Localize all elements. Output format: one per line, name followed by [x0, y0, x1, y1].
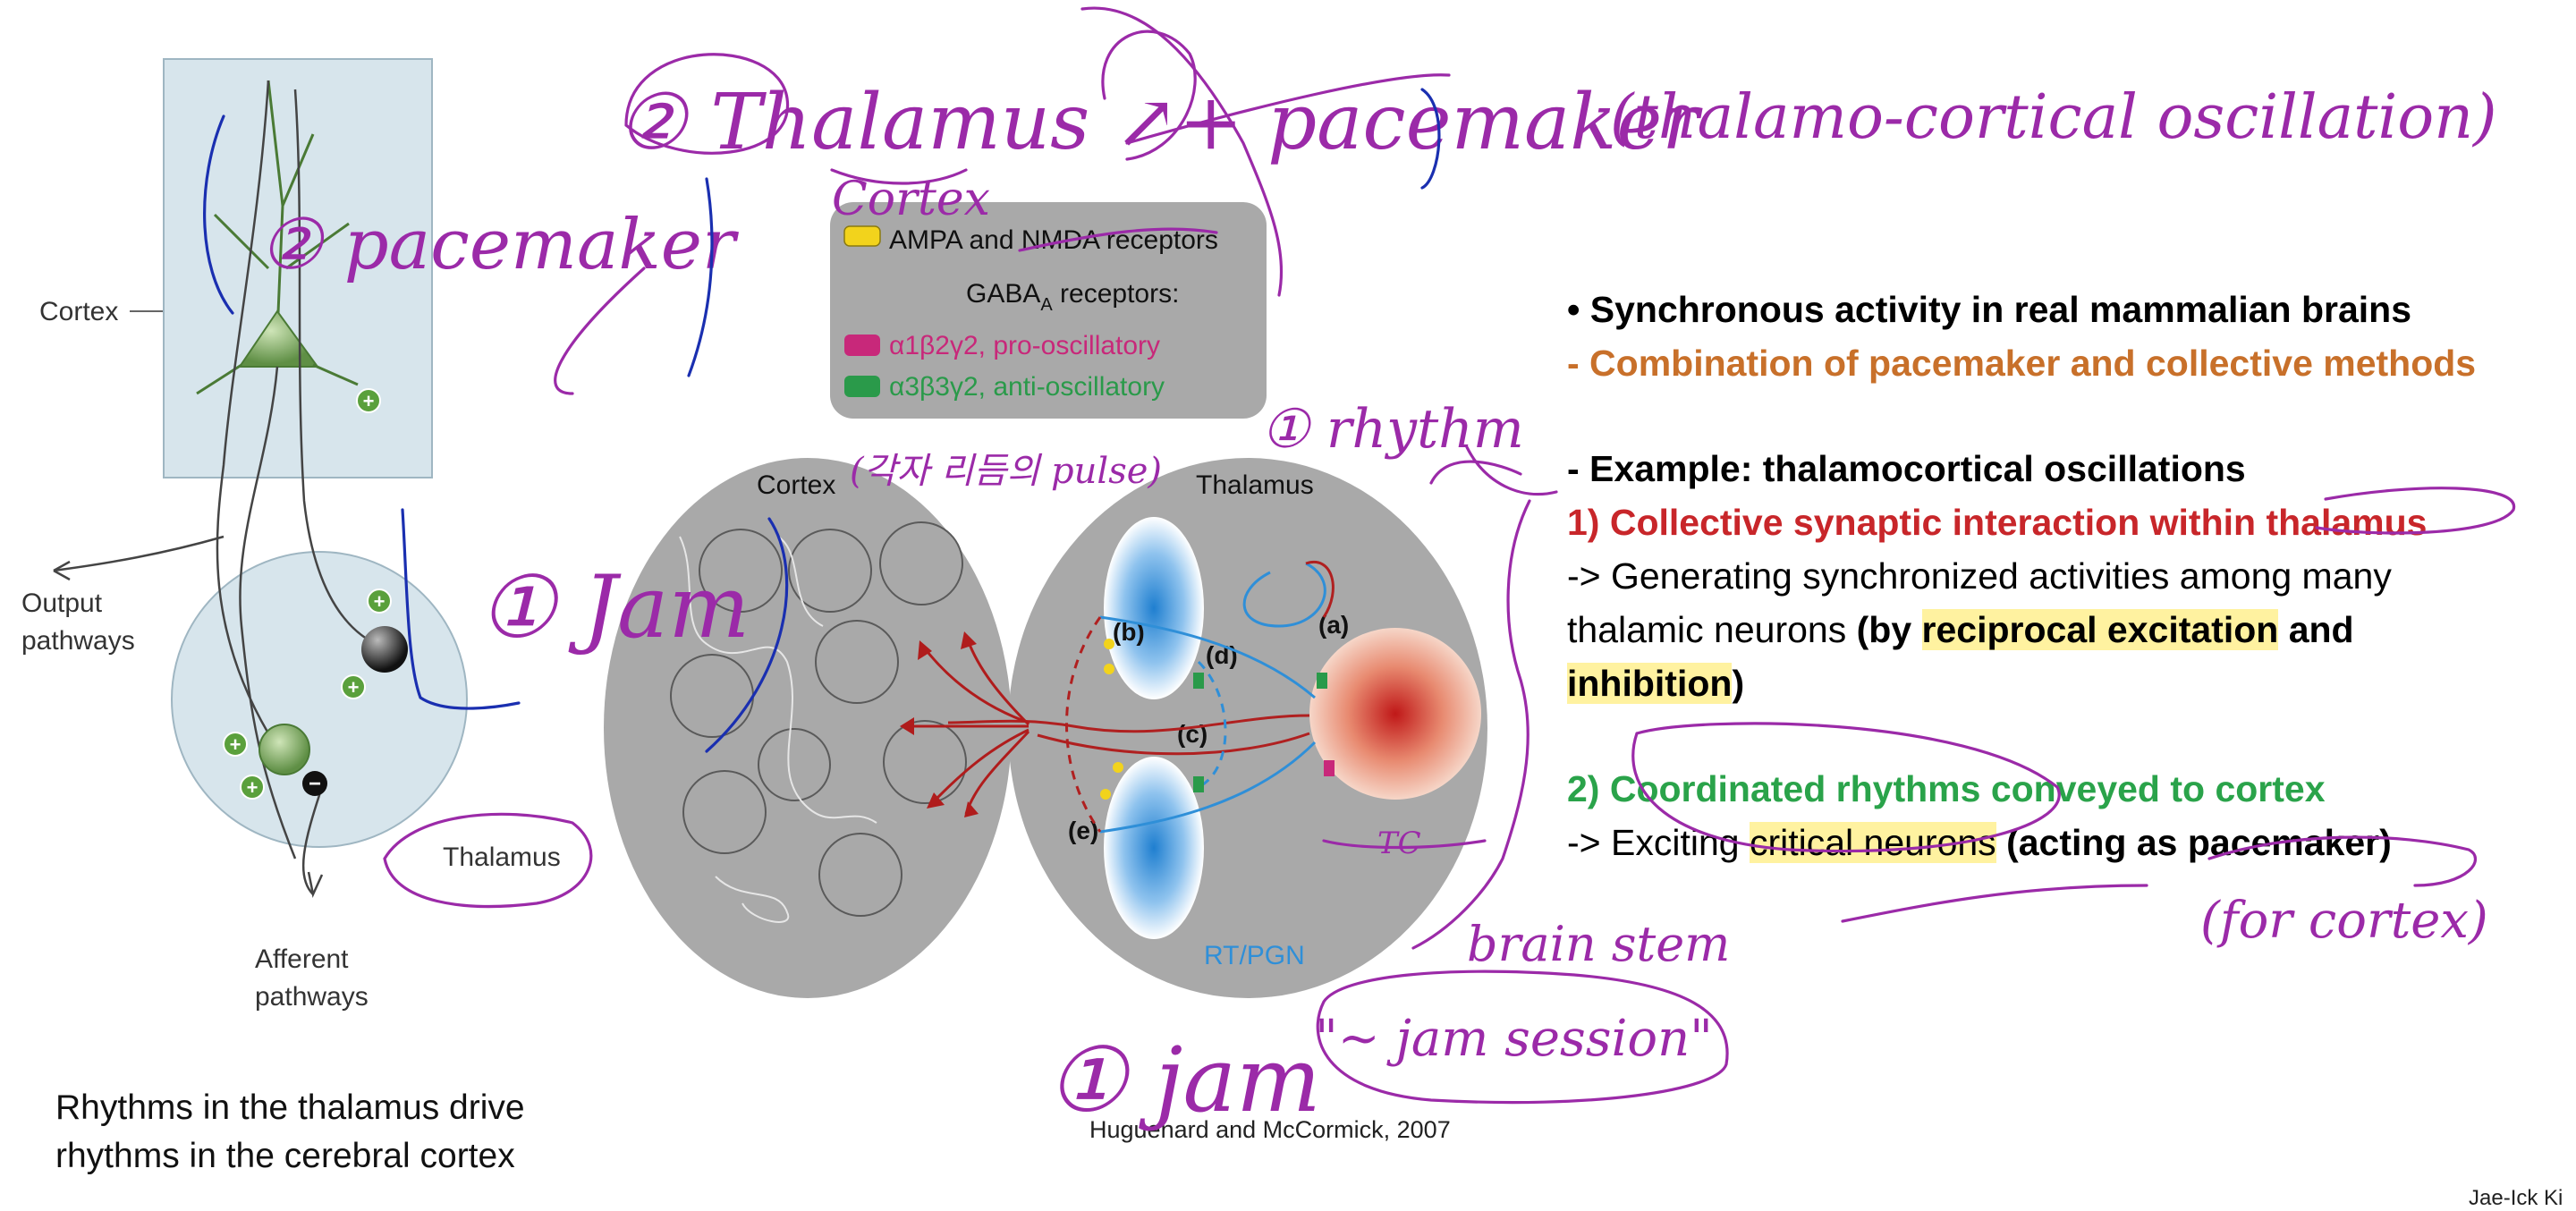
figure-caption: Rhythms in the thalamus drive rhythms in…	[55, 1088, 525, 1175]
author-credit: Jae-Ick Ki	[2469, 1186, 2563, 1210]
thalamus-region	[171, 551, 468, 848]
cortex-center-label: Cortex	[757, 470, 835, 500]
svg-text:+: +	[230, 733, 242, 756]
bullet-collective: 1) Collective synaptic interaction withi…	[1567, 502, 2428, 543]
legend-pro: α1β2γ2, pro-oscillatory	[889, 331, 1160, 360]
thalamus-center-label: Thalamus	[1196, 470, 1314, 500]
bullet-list: • Synchronous activity in real mammalian…	[1567, 283, 2551, 869]
legend-anti: α3β3γ2, anti-oscillatory	[889, 372, 1165, 402]
thalamus-left-label: Thalamus	[443, 843, 561, 872]
cortex-left-label: Cortex	[39, 297, 118, 326]
rt-pgn-label: RT/PGN	[1204, 941, 1305, 970]
label-c: (c)	[1177, 720, 1208, 748]
rt-nucleus-top	[1104, 517, 1204, 699]
citation: Huguenard and McCormick, 2007	[1089, 1116, 1451, 1143]
green-soma	[258, 724, 310, 775]
bullet-example: - Example: thalamocortical oscillations	[1567, 448, 2246, 489]
svg-text:+: +	[374, 590, 386, 613]
output-label-1: Output	[21, 589, 103, 618]
bullet-coordinated: 2) Coordinated rhythms conveyed to corte…	[1567, 768, 2326, 809]
bullet-thalamic-neurons: thalamic neurons (by reciprocal excitati…	[1567, 609, 2354, 650]
svg-text:+: +	[348, 676, 360, 699]
bullet-generating: -> Generating synchronized activities am…	[1567, 555, 2392, 597]
svg-text:+: +	[247, 776, 258, 799]
bullet-combination: - Combination of pacemaker and collectiv…	[1567, 343, 2477, 384]
afferent-label-2: pathways	[255, 982, 369, 1012]
output-label-2: pathways	[21, 626, 135, 656]
legend-ampa: AMPA and NMDA receptors	[889, 225, 1218, 255]
black-soma	[361, 626, 408, 673]
tc-neuron	[1309, 628, 1481, 800]
svg-text:+: +	[363, 390, 375, 412]
cortex-cells	[670, 521, 967, 917]
bullet-exciting: -> Exciting critical neurons (acting as …	[1567, 822, 2392, 863]
bullet-synchronous: • Synchronous activity in real mammalian…	[1567, 289, 2412, 330]
afferent-label-1: Afferent	[255, 944, 349, 974]
synapse-markers	[1100, 639, 1335, 800]
rt-nucleus-bottom	[1104, 757, 1204, 939]
cortex-ellipse	[604, 458, 1012, 998]
bullet-inhibition: inhibition)	[1567, 663, 1745, 704]
svg-text:−: −	[309, 772, 321, 796]
plus-markers	[223, 388, 392, 800]
label-a: (a)	[1318, 611, 1349, 639]
